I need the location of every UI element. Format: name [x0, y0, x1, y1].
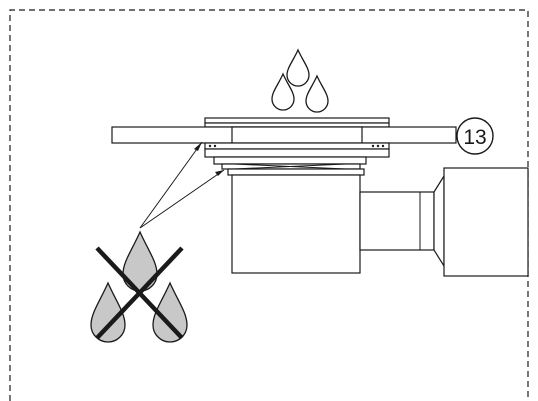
callout-13: 13	[456, 117, 494, 155]
cross-icon	[95, 246, 184, 340]
floor-drain-assembly	[111, 117, 529, 277]
water-drops-forbidden-icon	[90, 230, 188, 343]
callout-number: 13	[463, 126, 486, 149]
leak-pointer-lines	[139, 141, 225, 229]
water-drops-allowed-icon	[271, 48, 329, 113]
